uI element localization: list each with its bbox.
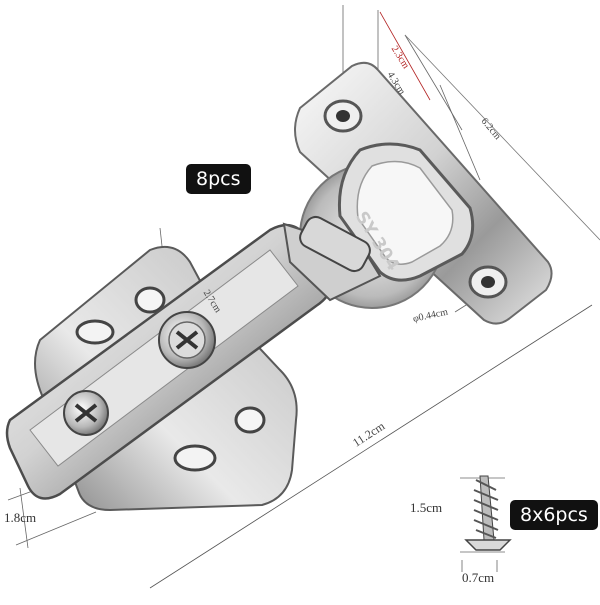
screw-length-label: 1.5cm <box>410 500 443 515</box>
wood-screw <box>464 475 512 551</box>
hinge-count-badge: 8pcs <box>186 164 251 194</box>
hinge-cup-plate <box>294 61 553 325</box>
dimension-1-8cm: 1.8cm <box>4 510 37 525</box>
hinge-adjust-screws <box>63 311 216 436</box>
screw-width-label: 0.7cm <box>462 570 495 585</box>
dimension-lines <box>7 5 600 589</box>
screw-count-badge: 8x6pcs <box>510 500 598 530</box>
